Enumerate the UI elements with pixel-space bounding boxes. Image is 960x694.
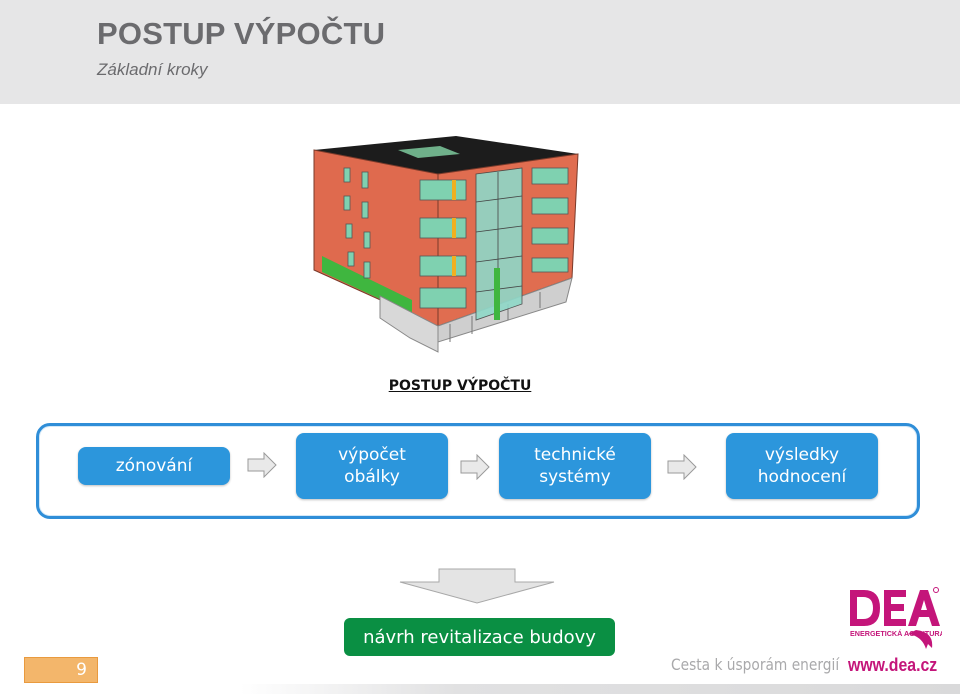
right-arrow-icon — [460, 454, 490, 480]
footer-bar — [240, 684, 960, 694]
step-zoning: zónování — [78, 447, 230, 485]
step-systems-line-2: systémy — [539, 467, 611, 487]
page-number: 9 — [76, 660, 87, 680]
right-arrow-icon — [667, 454, 697, 480]
footer-url: www.dea.cz — [848, 655, 938, 675]
right-arrow-icon — [247, 452, 277, 478]
step-results-line-1: výsledky — [764, 444, 840, 465]
logo-text: ENERGETICKÁ AGENTURA — [850, 629, 942, 638]
building-3d-model-icon — [313, 136, 579, 353]
dea-energeticka-agentura-logo-icon: ENERGETICKÁ AGENTURA — [850, 587, 942, 649]
step-technical-systems: technické systémy — [499, 433, 651, 499]
page-number-badge: 9 — [24, 657, 98, 683]
step-envelope-line-1: výpočet — [338, 444, 406, 465]
step-results-line-2: hodnocení — [757, 467, 847, 487]
step-zoning-label: zónování — [115, 455, 193, 476]
slide-title: POSTUP VÝPOČTU — [97, 16, 386, 51]
flow-heading: POSTUP VÝPOČTU — [388, 378, 532, 394]
result-label: návrh revitalizace budovy — [363, 626, 596, 648]
footer-slogan: Cesta k úsporám energií — [671, 655, 840, 674]
down-arrow-icon — [399, 568, 555, 604]
step-envelope-calculation: výpočet obálky — [296, 433, 448, 499]
result-revitalization-proposal: návrh revitalizace budovy — [344, 618, 615, 656]
slide-header: POSTUP VÝPOČTU Základní kroky — [0, 0, 960, 104]
step-results-evaluation: výsledky hodnocení — [726, 433, 878, 499]
step-envelope-line-2: obálky — [344, 467, 400, 487]
slide-subtitle: Základní kroky — [97, 60, 208, 79]
step-systems-line-1: technické — [534, 444, 616, 465]
